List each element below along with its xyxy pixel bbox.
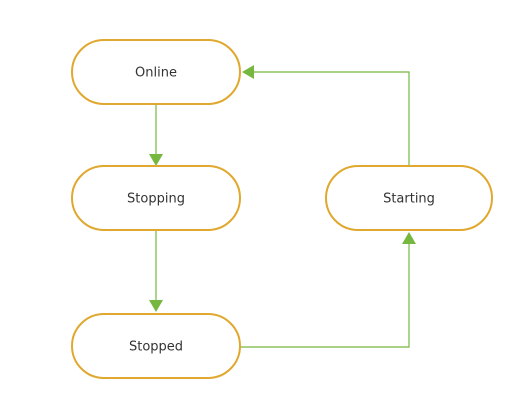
node-label-stopping: Stopping xyxy=(127,192,185,207)
node-label-online: Online xyxy=(135,66,177,81)
edge-starting-to-online xyxy=(242,65,410,166)
arrowhead-icon xyxy=(149,300,163,312)
node-label-starting: Starting xyxy=(383,192,435,207)
node-shape xyxy=(71,313,241,379)
node-shape xyxy=(71,165,241,231)
edge-line xyxy=(254,71,410,166)
edge-stopped-to-starting xyxy=(240,232,416,348)
edges xyxy=(149,65,416,348)
edge-line xyxy=(240,244,410,348)
node-stopped: Stopped xyxy=(71,313,241,379)
node-starting: Starting xyxy=(325,165,493,231)
node-label-stopped: Stopped xyxy=(129,340,183,355)
arrowhead-icon xyxy=(242,65,254,79)
nodes: Online Stopping Stopped Starting xyxy=(71,39,493,379)
arrowhead-icon xyxy=(402,232,416,244)
node-shape xyxy=(325,165,493,231)
node-stopping: Stopping xyxy=(71,165,241,231)
edge-online-to-stopping xyxy=(149,104,163,166)
edge-stopping-to-stopped xyxy=(149,230,163,312)
node-shape xyxy=(71,39,241,105)
arrowhead-icon xyxy=(149,154,163,166)
node-online: Online xyxy=(71,39,241,105)
